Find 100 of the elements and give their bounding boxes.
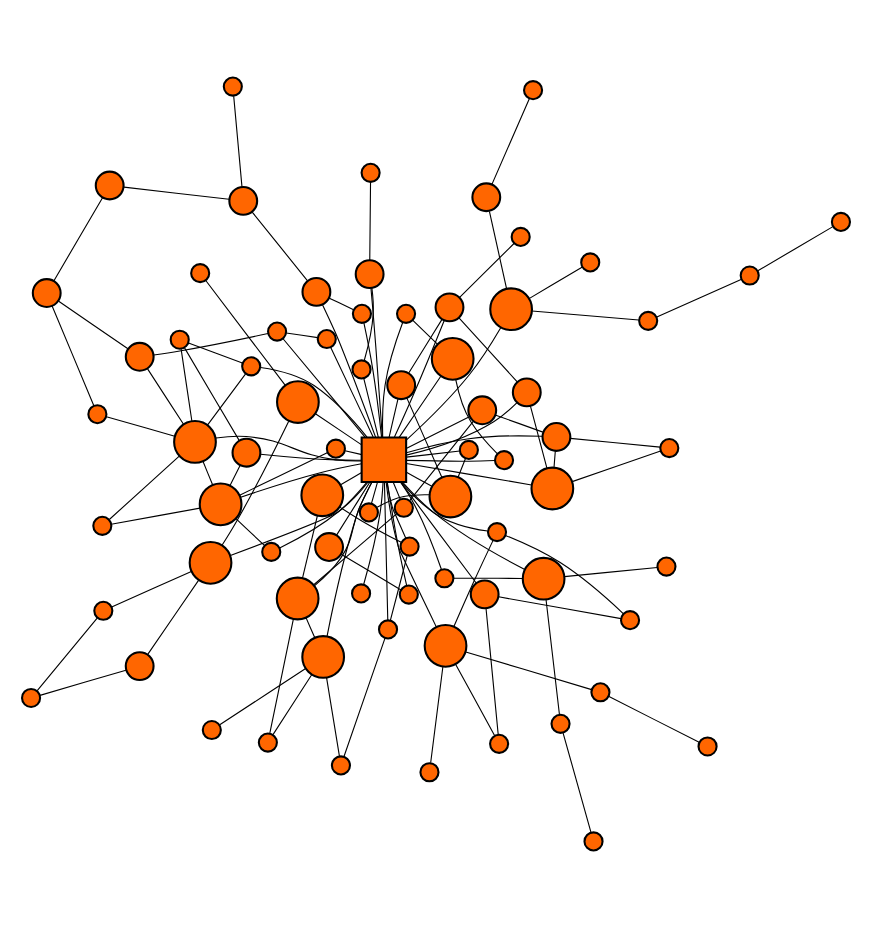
connector — [406, 397, 443, 478]
connector — [221, 420, 290, 546]
connector — [412, 319, 438, 345]
connector — [330, 347, 374, 438]
connector — [545, 598, 560, 716]
connector — [313, 513, 398, 586]
connector — [233, 95, 243, 188]
connector — [341, 553, 402, 591]
connector — [458, 317, 518, 383]
connector — [147, 579, 200, 656]
connector — [344, 450, 363, 456]
connector — [369, 181, 372, 261]
connector — [457, 458, 466, 478]
connector — [528, 266, 583, 300]
node-circle — [580, 252, 601, 273]
node-circle — [276, 380, 320, 424]
node-circle — [354, 259, 385, 290]
node-circle — [31, 278, 62, 308]
connector — [111, 570, 192, 608]
node-circle — [530, 466, 575, 511]
node-circle — [697, 736, 718, 757]
connector — [402, 481, 526, 570]
connector — [405, 463, 533, 486]
connector — [343, 637, 386, 757]
node-circle — [469, 579, 500, 610]
connector — [398, 375, 442, 438]
connector — [219, 668, 306, 726]
connector — [205, 279, 286, 386]
connector — [400, 481, 442, 570]
node-circle — [301, 276, 332, 307]
node-circle — [739, 265, 760, 286]
connector — [569, 437, 661, 448]
connector — [400, 481, 489, 532]
connector — [656, 278, 742, 318]
connector — [485, 607, 499, 736]
node-circle — [188, 540, 233, 585]
node-circle — [399, 536, 420, 557]
connector — [370, 481, 378, 504]
connector — [385, 481, 437, 628]
node-circle — [351, 359, 372, 380]
node-circle — [541, 422, 572, 452]
connector — [340, 472, 363, 486]
connector — [53, 197, 104, 282]
node-circle — [493, 450, 515, 471]
node-circle — [360, 162, 381, 183]
node-circle — [619, 610, 641, 631]
node-circle — [228, 185, 259, 216]
node-circle — [316, 328, 337, 350]
node-circle — [190, 263, 211, 284]
node-circle — [351, 583, 372, 604]
node-circle — [830, 211, 851, 233]
node-circle — [21, 687, 42, 709]
connector — [180, 348, 193, 422]
connector — [400, 482, 477, 584]
connector — [363, 322, 383, 438]
node-circle — [590, 682, 611, 703]
connector — [202, 460, 214, 486]
connector — [388, 398, 399, 438]
connector — [147, 368, 185, 425]
node-circle — [434, 292, 465, 323]
node-circle — [222, 76, 243, 97]
connector — [488, 210, 508, 290]
node-circle — [231, 437, 262, 468]
connector — [363, 377, 379, 438]
connector — [301, 515, 318, 579]
node-circle — [434, 568, 455, 589]
connector — [269, 618, 294, 735]
connector — [405, 402, 518, 456]
node-circle — [301, 635, 346, 679]
node-circle — [173, 420, 217, 464]
node-circle — [314, 532, 345, 562]
node-circle — [257, 732, 278, 753]
connector — [229, 481, 369, 557]
node-circle — [510, 226, 531, 247]
connector — [409, 420, 474, 502]
node-circle — [521, 556, 566, 601]
connector — [430, 666, 444, 764]
connector — [272, 674, 313, 736]
connector — [458, 242, 515, 299]
connector — [305, 617, 316, 639]
connector — [153, 333, 269, 356]
connector — [389, 554, 408, 621]
node-circle — [87, 404, 108, 425]
node-circle — [377, 619, 399, 640]
connector — [240, 463, 363, 498]
connector — [531, 310, 640, 321]
node-circle — [659, 437, 680, 459]
node-circle — [94, 170, 125, 201]
node-circle — [550, 713, 571, 734]
connector — [504, 534, 625, 615]
connector — [383, 481, 389, 621]
connector — [529, 405, 548, 469]
connector — [405, 450, 461, 458]
connector — [326, 481, 373, 637]
connector — [279, 481, 368, 549]
connector — [109, 455, 180, 520]
node-circle — [656, 556, 677, 577]
connector — [328, 297, 355, 311]
connector — [393, 320, 445, 438]
node-circle — [93, 600, 114, 621]
